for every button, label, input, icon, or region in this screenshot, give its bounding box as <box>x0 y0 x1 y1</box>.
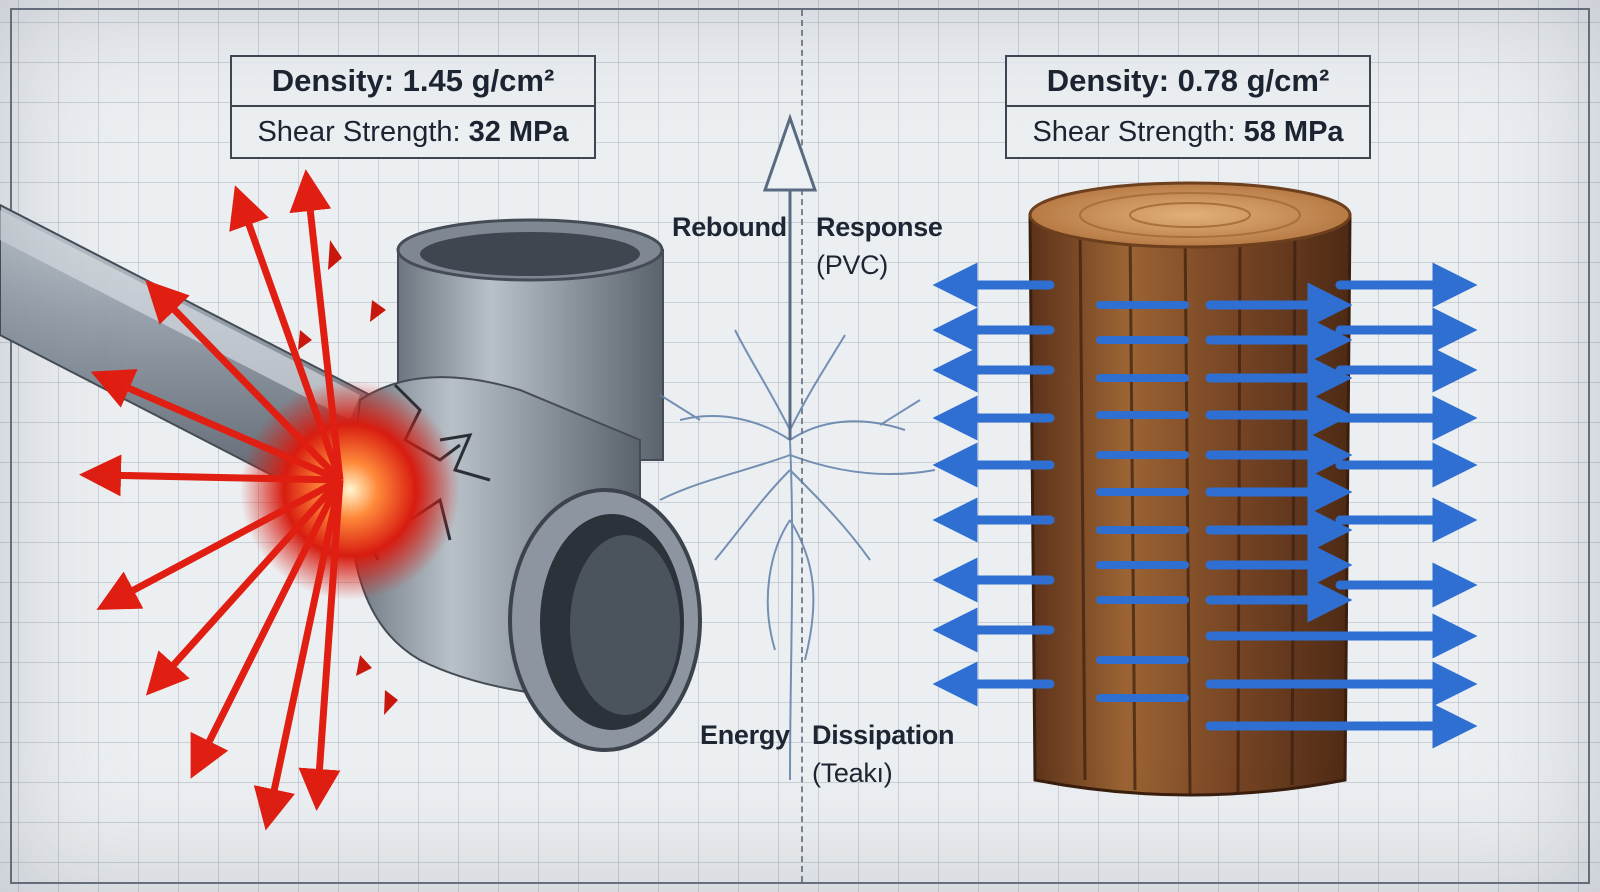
debris-fragments <box>298 240 398 715</box>
energy-label: Energy <box>700 720 790 750</box>
pvc-shear-label: Shear Strength: <box>257 115 461 148</box>
frame-border <box>10 8 1590 884</box>
pvc-shear-value: 32 MPa <box>468 115 569 148</box>
center-divider <box>801 10 803 882</box>
pvc-specs-box: Density: 1.45 g/cm² Shear Strength: 32 M… <box>230 55 596 159</box>
up-arrow-icon <box>762 113 818 440</box>
teak-log-illustration <box>1028 181 1352 797</box>
rebound-label: Rebound <box>672 212 787 242</box>
dissipation-label: Dissipation <box>812 720 955 750</box>
red-arrow-icon <box>79 169 344 831</box>
teak-density-label: Density: 0.78 g/cm² <box>1007 57 1369 107</box>
pvc-shear-row: Shear Strength: 32 MPa <box>232 107 594 157</box>
pvc-material-label: (PVC) <box>816 250 888 280</box>
pvc-density-label: Density: 1.45 g/cm² <box>232 57 594 107</box>
response-label: Response <box>816 212 943 242</box>
teak-shear-label: Shear Strength: <box>1032 115 1236 148</box>
teak-shear-value: 58 MPa <box>1243 115 1344 148</box>
fracture-tree-icon <box>659 329 936 781</box>
teak-specs-box: Density: 0.78 g/cm² Shear Strength: 58 M… <box>1005 55 1371 159</box>
teak-material-label: (Teakı) <box>812 758 893 788</box>
blue-arrow-icon <box>932 262 1478 749</box>
teak-shear-row: Shear Strength: 58 MPa <box>1007 107 1369 157</box>
